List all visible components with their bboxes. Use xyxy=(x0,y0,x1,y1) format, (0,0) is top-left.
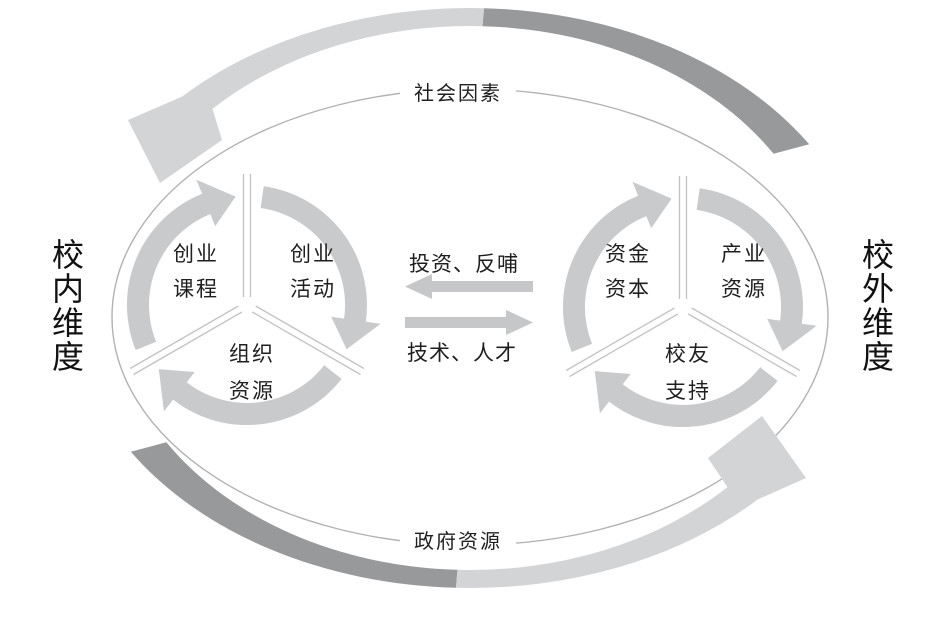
exchange-arrow-left-icon xyxy=(405,274,533,299)
entrepreneurship-activities-line2: 活动 xyxy=(290,277,336,301)
alumni-support-line2: 支持 xyxy=(665,379,711,403)
left-circle-labels: 创业 课程 创业 活动 组织 资源 xyxy=(173,242,336,403)
on-campus-dimension-label: 校内维度 xyxy=(48,238,84,374)
alumni-support-line1: 校友 xyxy=(665,342,711,366)
right-circle-labels: 资金 资本 产业 资源 校友 支持 xyxy=(605,242,767,403)
bottom-label-mask xyxy=(400,524,516,557)
exchange-to-left-label: 投资、反哺 xyxy=(409,252,519,276)
bottom-flow-arrow-head xyxy=(456,416,806,588)
entrepreneurship-courses-line1: 创业 xyxy=(173,242,219,266)
exchange-arrow-right-icon xyxy=(405,310,533,335)
funds-capital-line2: 资本 xyxy=(605,277,651,301)
entrepreneurship-activities-line1: 创业 xyxy=(290,242,336,266)
organizational-resources-line2: 资源 xyxy=(229,379,275,403)
social-factors-label: 社会因素 xyxy=(414,82,502,105)
top-flow-arrow-tail xyxy=(482,8,810,154)
funds-capital-line1: 资金 xyxy=(605,242,651,266)
industry-resources-line1: 产业 xyxy=(721,242,767,266)
entrepreneurship-courses-line2: 课程 xyxy=(173,277,219,301)
off-campus-dimension-label: 校外维度 xyxy=(858,238,894,374)
exchange-to-right-label: 技术、人才 xyxy=(407,341,517,365)
government-resources-label: 政府资源 xyxy=(414,530,502,553)
industry-resources-line2: 资源 xyxy=(721,277,767,301)
top-flow-arrow-head xyxy=(128,8,484,184)
organizational-resources-line1: 组织 xyxy=(229,342,275,366)
top-label-mask xyxy=(400,76,516,109)
bottom-flow-arrow-tail xyxy=(130,442,458,588)
